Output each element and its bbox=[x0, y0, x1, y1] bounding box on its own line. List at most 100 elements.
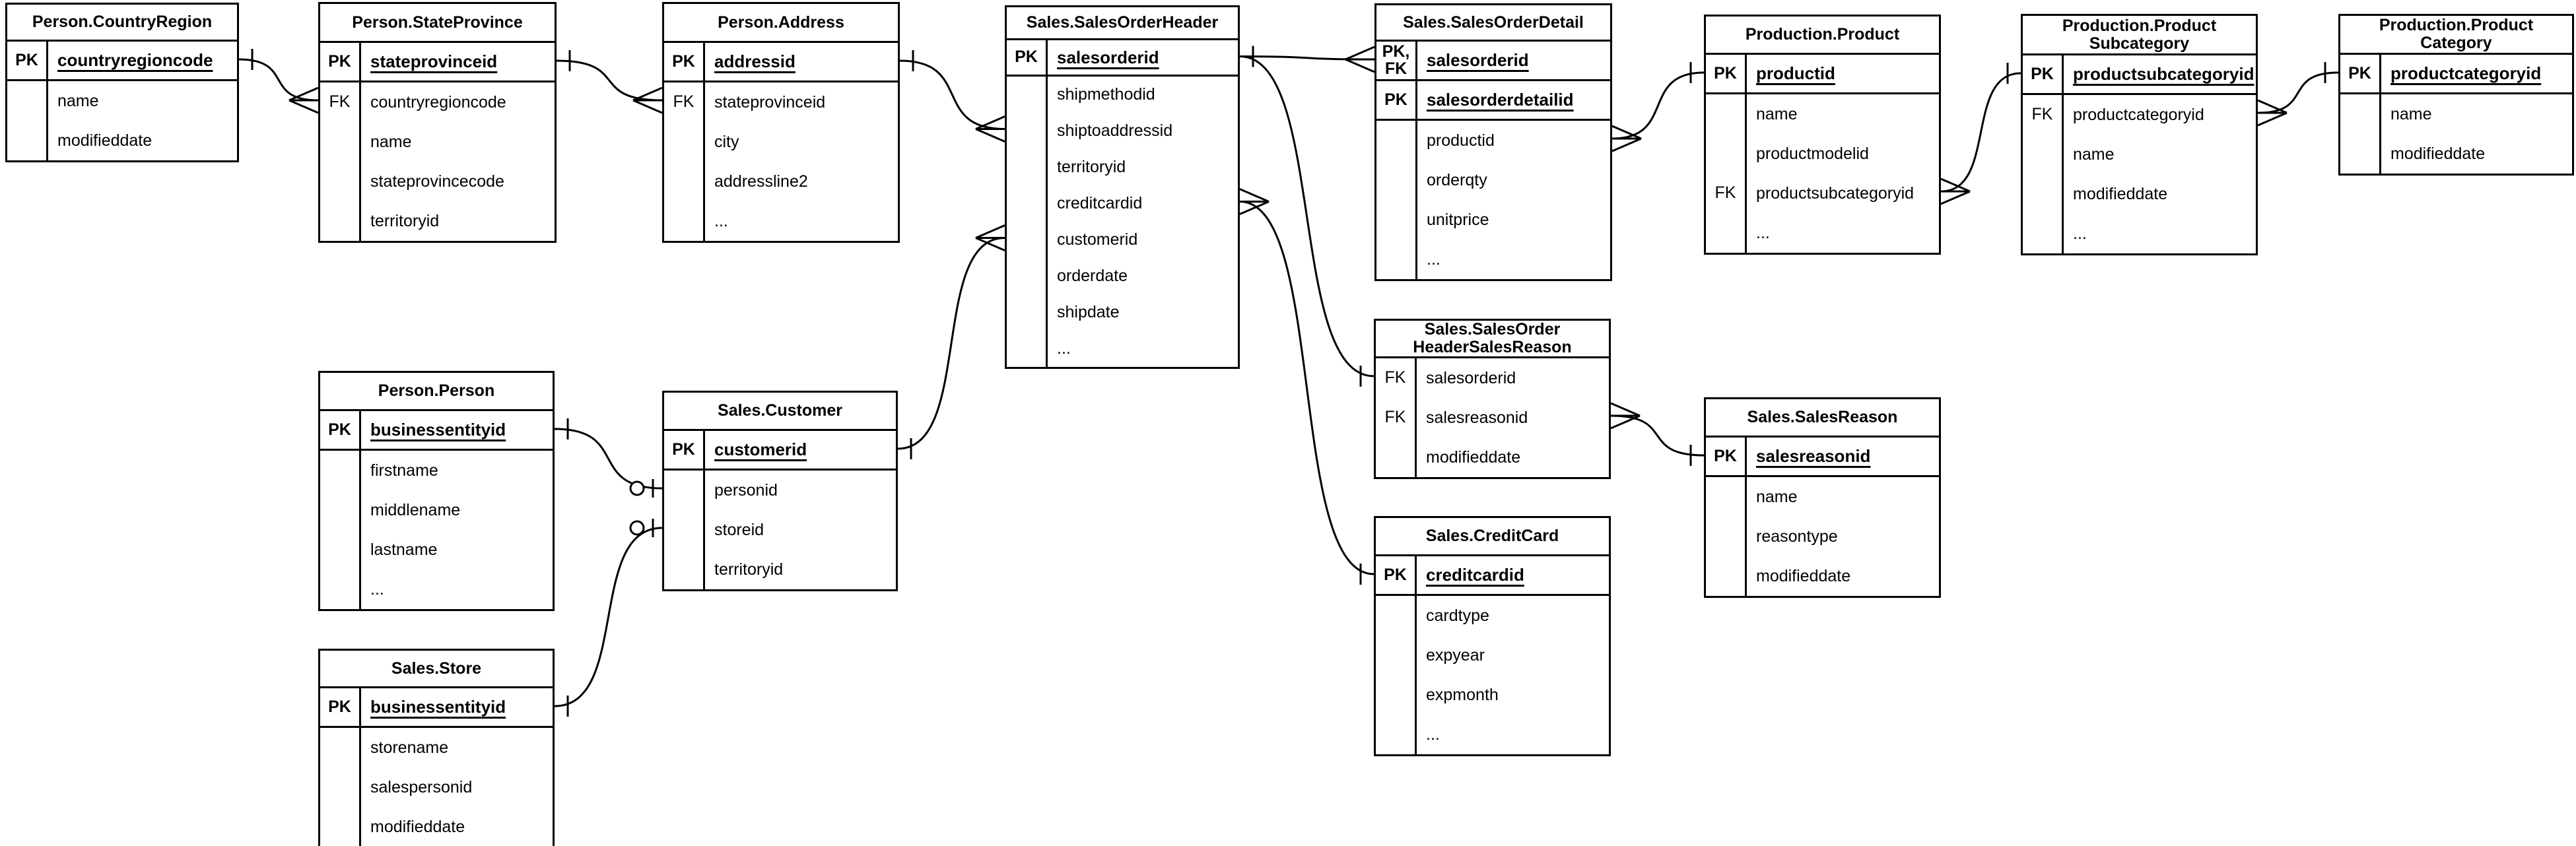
key-badge bbox=[1706, 477, 1747, 517]
many-marker bbox=[288, 99, 319, 114]
key-badge: FK bbox=[320, 82, 361, 122]
key-row: PK creditcardid bbox=[1376, 556, 1609, 596]
field-row: firstname bbox=[320, 451, 553, 490]
entity-title: Person.CountryRegion bbox=[7, 5, 237, 42]
many-marker bbox=[975, 128, 1005, 143]
field-row: unitprice bbox=[1376, 200, 1610, 240]
key-badge bbox=[664, 550, 705, 589]
field-row: FK salesorderid bbox=[1376, 358, 1609, 398]
key-badge: PK bbox=[2023, 55, 2064, 93]
field-row: ... bbox=[1376, 715, 1609, 754]
field-name: productcategoryid bbox=[2390, 63, 2542, 83]
key-row: PK productsubcategoryid bbox=[2023, 55, 2256, 95]
field-name: name bbox=[370, 132, 412, 151]
field-name: countryregioncode bbox=[370, 92, 506, 112]
entity-title: Sales.SalesOrderDetail bbox=[1376, 5, 1610, 42]
field-name: name bbox=[1756, 104, 1798, 123]
many-marker bbox=[1239, 201, 1270, 215]
field-row: addressline2 bbox=[664, 162, 898, 201]
field-name: personid bbox=[714, 480, 778, 500]
key-badge: FK bbox=[1376, 358, 1417, 398]
field-name: businessentityid bbox=[370, 697, 506, 717]
field-name: addressline2 bbox=[714, 172, 808, 191]
field-name: salesorderid bbox=[1426, 368, 1516, 387]
field-row: middlename bbox=[320, 490, 553, 530]
field-name: salesreasonid bbox=[1426, 408, 1528, 427]
field-row: reasontype bbox=[1706, 517, 1939, 556]
field-row: lastname bbox=[320, 530, 553, 569]
entity-title: Production.Product Category bbox=[2340, 16, 2572, 55]
key-badge bbox=[1376, 200, 1417, 240]
field-row: modifieddate bbox=[1706, 556, 1939, 596]
key-badge: FK bbox=[664, 82, 705, 122]
key-badge bbox=[1376, 635, 1417, 675]
field-row: name bbox=[1706, 477, 1939, 517]
zero-or-one-marker bbox=[629, 520, 645, 536]
field-row: ... bbox=[2023, 214, 2256, 253]
field-name: creditcardid bbox=[1426, 565, 1524, 585]
field-row: name bbox=[2340, 94, 2572, 134]
field-name: productmodelid bbox=[1756, 144, 1869, 163]
key-badge bbox=[1376, 438, 1417, 477]
key-badge: PK bbox=[1706, 438, 1747, 475]
many-marker bbox=[2257, 112, 2288, 127]
entity-title: Person.StateProvince bbox=[320, 4, 555, 43]
key-badge: PK bbox=[664, 43, 705, 81]
field-row: shipmethodid bbox=[1007, 77, 1238, 113]
field-name: middlename bbox=[370, 500, 461, 519]
field-name: productid bbox=[1427, 131, 1495, 150]
many-marker bbox=[1239, 188, 1270, 203]
entity-title: Sales.SalesReason bbox=[1706, 399, 1939, 438]
field-name: productsubcategoryid bbox=[2073, 64, 2254, 84]
field-row: shipdate bbox=[1007, 294, 1238, 331]
field-name: salesorderdetailid bbox=[1427, 90, 1574, 110]
field-row: territoryid bbox=[1007, 149, 1238, 185]
field-name: modifieddate bbox=[2390, 144, 2486, 163]
key-badge: PK bbox=[320, 688, 361, 726]
many-marker bbox=[1610, 402, 1641, 417]
relationship-line-addressid bbox=[899, 59, 1005, 130]
key-badge bbox=[2023, 135, 2064, 174]
field-name: storeid bbox=[714, 520, 764, 539]
field-name: name bbox=[57, 91, 99, 110]
field-row: expyear bbox=[1376, 635, 1609, 675]
field-name: ... bbox=[1427, 249, 1441, 269]
key-badge bbox=[2023, 174, 2064, 214]
key-badge bbox=[1706, 213, 1747, 253]
key-badge bbox=[664, 510, 705, 550]
many-marker bbox=[2257, 99, 2288, 114]
many-marker bbox=[1940, 190, 1971, 205]
key-badge bbox=[1007, 222, 1048, 258]
relationship-line-salesorderid bbox=[1239, 55, 1374, 377]
field-row: ... bbox=[320, 569, 553, 609]
key-badge: FK bbox=[1376, 398, 1417, 438]
key-row: PK businessentityid bbox=[320, 688, 553, 728]
field-row: orderdate bbox=[1007, 258, 1238, 294]
entity-title: Sales.Customer bbox=[664, 393, 896, 431]
key-badge bbox=[1007, 113, 1048, 149]
field-row: territoryid bbox=[320, 201, 555, 241]
key-badge: PK bbox=[1376, 556, 1417, 594]
field-row: shiptoaddressid bbox=[1007, 113, 1238, 149]
